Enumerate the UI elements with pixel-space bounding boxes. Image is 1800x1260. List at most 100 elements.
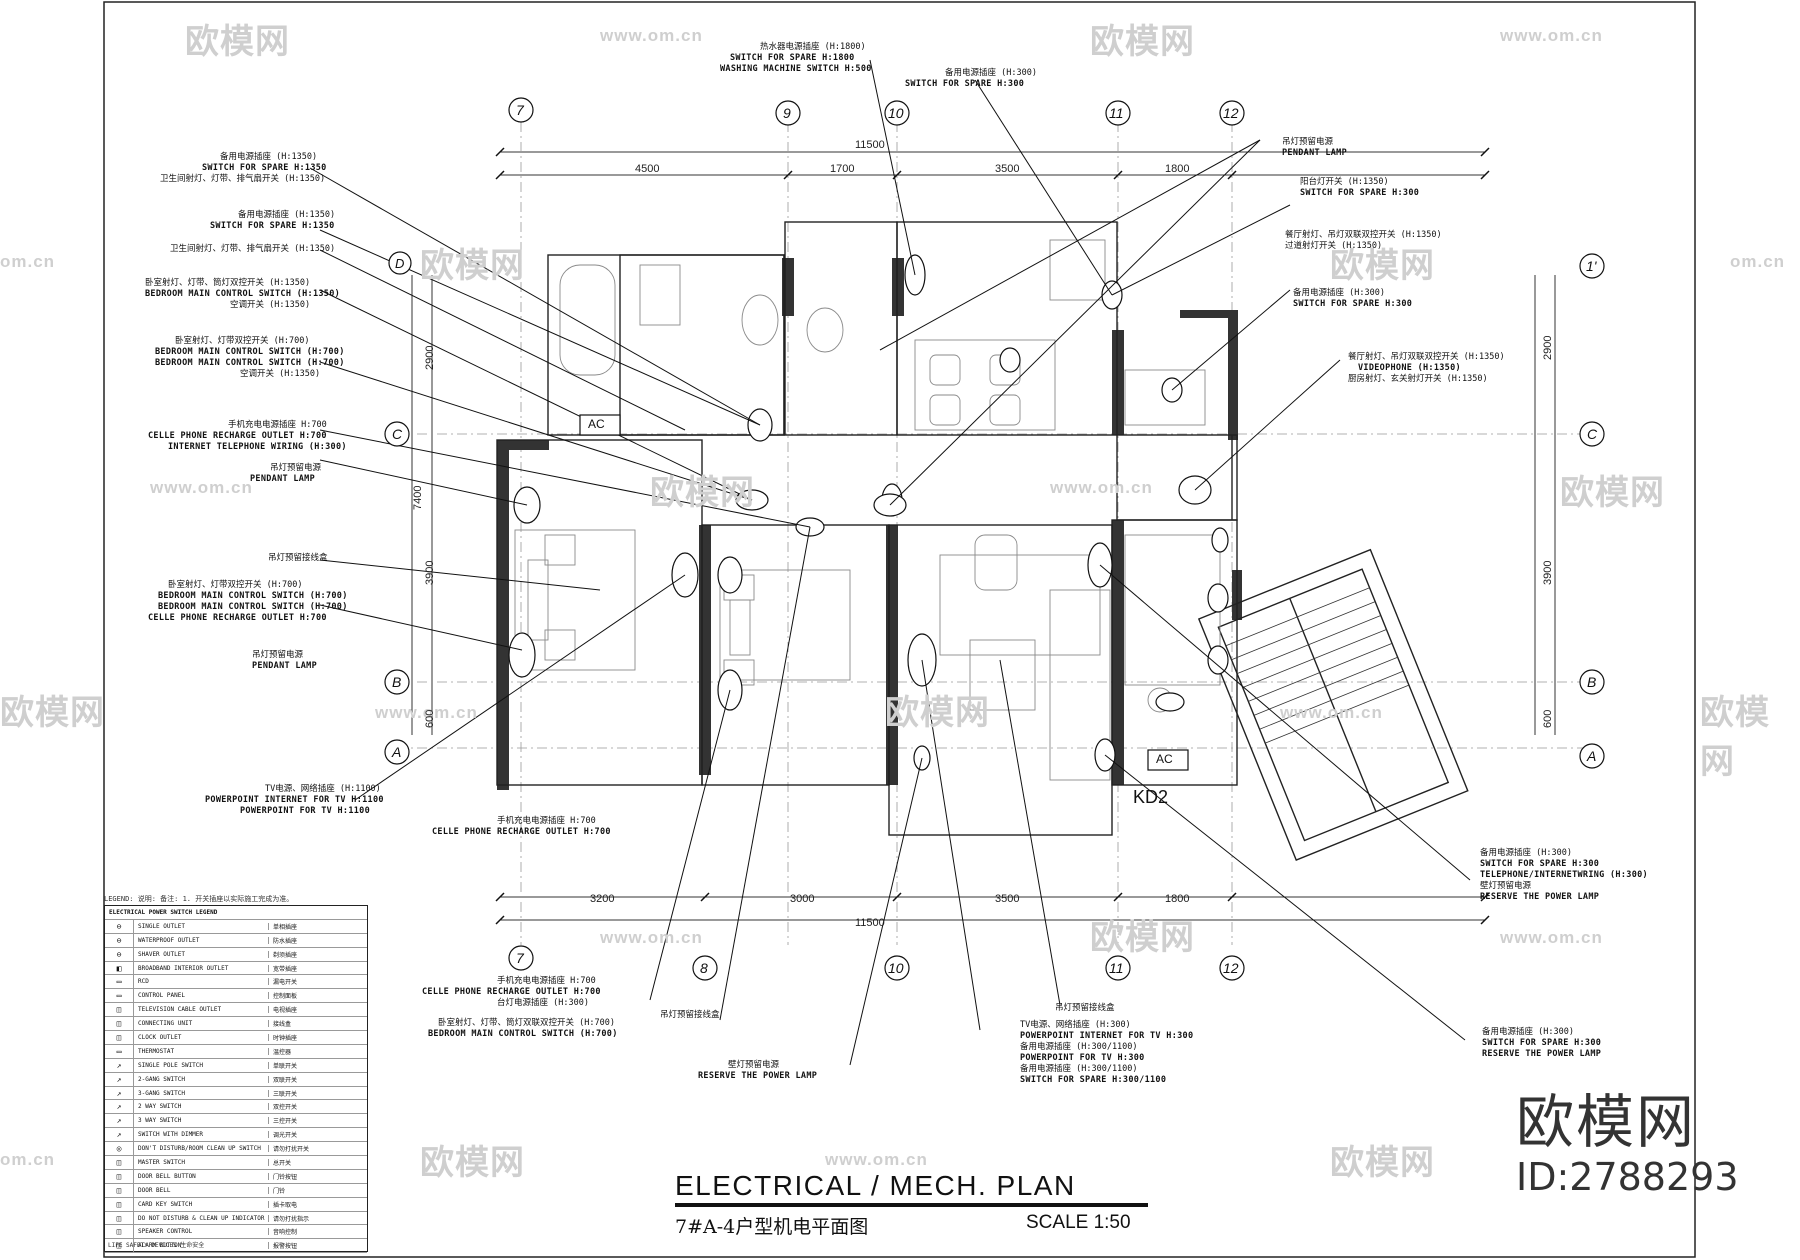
dimension-segment: 3200 [590,893,615,905]
annotation: 备用电源插座 (H:300) SWITCH FOR SPARE H:300 [905,68,1037,89]
legend-symbol-icon: ◫ [105,1225,134,1239]
legend-symbol-icon: ▭ [105,989,134,1003]
legend-label-zh: 剃须插座 [273,951,298,959]
watermark-url: www.om.cn [1050,478,1153,497]
dimension-segment: 3500 [995,893,1020,905]
legend-symbol-icon: ↗ [105,1114,134,1128]
dimension-segment: 3500 [995,163,1020,175]
legend-symbol-icon: ◫ [105,1169,134,1183]
legend-label-zh: 三控开关 [273,1118,298,1126]
watermark-logo: 欧模网 [1090,919,1195,957]
legend-label-en: SPEAKER CONTROL [134,1228,269,1236]
legend-label-zh: 控制面板 [273,993,298,1001]
annotation: TV电源、网络插座 (H:1100) POWERPOINT INTERNET F… [205,784,384,816]
watermark-logo: 欧模网 [1330,247,1435,285]
legend-label-zh: 门铃 [273,1187,286,1195]
legend-row: ▭CONTROL PANEL 控制面板 [105,989,367,1004]
legend-symbol-icon: ▭ [105,1044,134,1058]
legend-symbol-icon: ↗ [105,1100,134,1114]
dimension-total: 11500 [855,917,885,929]
title-underline [675,1203,1148,1207]
watermark-logo: 欧模网 [0,694,105,732]
watermark-logo: 欧模网 [650,474,755,512]
annotation: 卧室射灯、灯带双控开关 (H:700) BEDROOM MAIN CONTROL… [155,336,345,379]
annotation: 餐厅射灯、吊灯双联双控开关 (H:1350) 过道射灯开关 (H:1350) [1285,230,1442,251]
watermark-url: www.om.cn [375,703,478,722]
legend-label-en: SWITCH WITH DIMMER [134,1131,269,1139]
legend-label-en: CONNECTING UNIT [134,1020,269,1028]
grid-axis-label: A [1587,748,1597,764]
legend-label-zh: 三联开关 [273,1090,298,1098]
watermark-url: www.om.cn [1280,703,1383,722]
legend-label-zh: 请勿打扰指示 [273,1215,310,1223]
grid-axis-label: 12 [1223,105,1239,121]
watermark-logo: 欧模网 [885,694,990,732]
legend-symbol-icon: ◫ [105,1156,134,1169]
watermark-logo: 欧模网 [185,23,290,61]
dimension-vertical: 3900 [424,560,436,585]
legend-label-zh: 时钟插座 [273,1034,298,1042]
dimension-vertical: 600 [1542,709,1554,728]
legend-label-zh: 门铃按钮 [273,1173,298,1181]
dimension-segment: 4500 [635,163,660,175]
watermark-url: www.om.cn [150,478,253,497]
legend-symbol-icon: ◫ [105,1031,134,1044]
legend-label-zh: 漏电开关 [273,979,298,987]
legend-label-en: CLOCK OUTLET [134,1033,269,1041]
dimension-segment: 3000 [790,893,815,905]
room-tag: KD2 [1133,787,1169,807]
drawing-subtitle: 7#A-4户型机电平面图 [675,1216,869,1238]
grid-axis-label: 11 [1109,105,1124,121]
annotation: 吊灯预留电源 PENDANT LAMP [250,463,322,484]
legend-row: ◫DOOR BELL BUTTON 门铃按钮 [105,1169,367,1184]
grid-axis-label: A [392,744,402,760]
annotation: 热水器电源插座 (H:1800) SWITCH FOR SPARE H:1800… [720,42,872,74]
watermark-url: om.cn [0,1150,56,1169]
watermark-url: om.cn [0,252,56,271]
legend-label-en: CONTROL PANEL [134,992,269,1000]
legend-symbol-icon: ↗ [105,1072,134,1086]
legend-label-en: DOOR BELL [134,1186,269,1194]
annotation: 手机充电电源插座 H:700 CELLE PHONE RECHARGE OUTL… [422,976,601,1008]
watermark-logo: 欧模网 [420,247,525,285]
grid-axis-label: 10 [888,105,904,121]
legend-label-en: 2 WAY SWITCH [134,1103,269,1111]
legend-label-zh: 单相插座 [273,923,298,931]
legend-footer: LIFE SAFETY DEVICES 生命安全 [108,1242,205,1249]
dimension-vertical: 2900 [1542,335,1554,360]
legend-label-en: DO NOT DISTURB & CLEAN UP INDICATOR [134,1214,269,1222]
legend-header-text: ELECTRICAL POWER SWITCH LEGEND [109,908,218,916]
dimension-segment: 1800 [1165,163,1190,175]
legend-symbol-icon: ↗ [105,1128,134,1142]
watermark-logo: 欧模网 [1090,23,1195,61]
dimension-segment: 1700 [830,163,855,175]
legend-label-en: WATERPROOF OUTLET [134,936,269,944]
legend-label-zh: 单联开关 [273,1062,298,1070]
grid-axis-label: 11 [1109,960,1124,976]
grid-axis-label: 7 [516,102,524,118]
dimension-vertical: 3900 [1542,560,1554,585]
dimension-total: 11500 [855,139,885,151]
brand-logo-text: 欧模网 [1516,1088,1697,1156]
legend-label-zh: 双联开关 [273,1076,298,1084]
dimension-vertical: 600 [424,709,436,728]
annotation: 阳台灯开关 (H:1350) SWITCH FOR SPARE H:300 [1300,177,1420,198]
dimension-segment: 1800 [1165,893,1190,905]
grid-axis-label: C [1587,426,1598,442]
grid-axis-label: 8 [700,960,708,976]
annotation: 备用电源插座 (H:300) SWITCH FOR SPARE H:300 TE… [1480,848,1648,902]
legend-label-en: ALARM BUTTON [134,1242,269,1250]
legend-label-en: DOOR BELL BUTTON [134,1172,269,1180]
